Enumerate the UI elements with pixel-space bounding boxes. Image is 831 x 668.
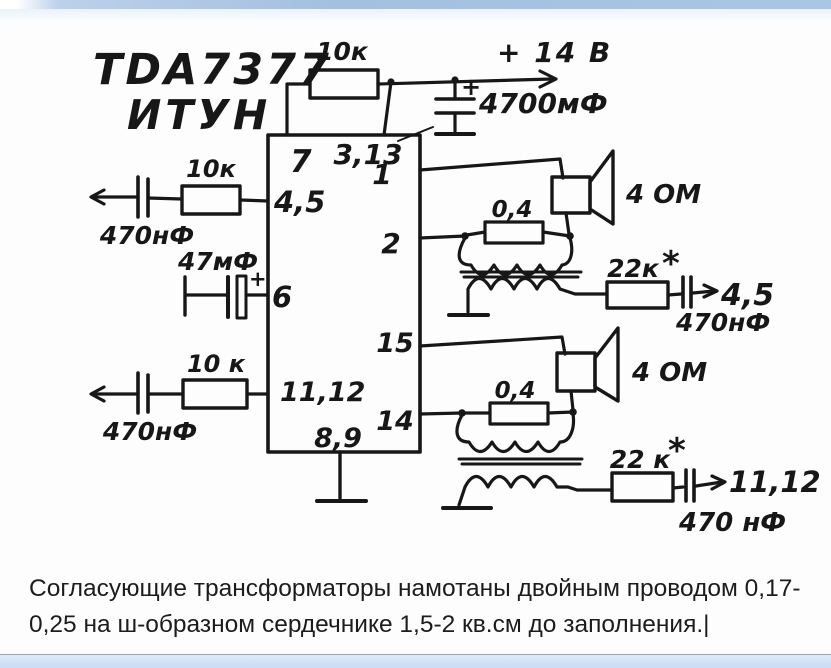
fb1-cap-value: 470нФ [675,308,770,337]
schematic-title: TDA7377 [93,45,332,95]
input-mid: 47мФ + [177,247,270,320]
ic-pin-1: 1 [372,158,391,191]
ic-ground [315,450,368,503]
shunt2-value: 0,4 [495,378,536,404]
caption-line1: Согласующие трансформаторы намотаны двой… [29,575,801,602]
ic-pin-2: 2 [381,227,400,260]
text-cursor[interactable]: | [703,611,710,638]
input-bottom-res-value: 10 к [187,350,246,378]
ic-pin-3-13: 3,13 [333,138,402,171]
filter-cap-value: 4700мФ [478,87,608,120]
power-section: 10к + 14 В + 4700мФ [285,36,612,137]
ic-pin-14: 14 [376,406,414,437]
window-bottom-bar [0,654,831,668]
speaker2 [555,326,620,403]
transformer2 [441,412,614,510]
fb2-dest: 11,12 [729,465,821,499]
caption-text: Согласующие трансформаторы намотаны двой… [29,571,821,643]
schematic-subtitle: ИТУН [127,91,271,139]
ic-pin-6: 6 [272,280,292,314]
ic-tda7377: 7 3,13 1 4,5 2 6 15 11,12 14 8,9 [266,126,434,454]
input-top-cap-value: 470нФ [99,221,194,250]
ic-pin-4-5: 4,5 [273,185,325,219]
filter-cap-polarity: + [461,73,481,101]
input-bottom-cap-value: 470нФ [102,417,197,446]
supply-resistor-value: 10к [316,37,369,66]
fb2-star: * [668,431,686,471]
input-top: 470нФ 10к [89,155,270,250]
channel2: 4 ОМ 0,4 22 к * 11, [418,326,821,538]
shunt1-value: 0,4 [492,197,533,223]
ic-pin-11-12: 11,12 [280,377,365,408]
shunt-resistor1 [483,220,545,245]
speaker1 [550,149,615,226]
fb1-star: * [662,244,680,284]
fb2-cap-value: 470 нФ [678,508,786,538]
window-top-bar [0,0,831,9]
fb1-res-value: 22к [607,254,660,283]
ic-pin-15: 15 [376,328,414,359]
speaker1-impedance: 4 ОМ [625,180,701,210]
shunt-resistor2 [488,401,550,426]
input-bottom-arrow [89,385,106,403]
mid-cap-plate [235,274,248,320]
input-top-res-value: 10к [186,155,236,183]
input-top-arrow [89,188,106,206]
input-bottom-resistor [181,378,249,410]
mid-cap-value: 47мФ [177,247,258,276]
speaker2-impedance: 4 ОМ [631,358,707,388]
fb1-arrow [702,283,719,299]
caption-line2-wrap: 0,25 на ш-образном сердечнике 1,5-2 кв.с… [29,607,821,643]
feedback-resistor2 [610,471,675,503]
supply-arrow [538,69,558,89]
transformer1 [447,236,609,317]
fb2-arrow [710,474,727,491]
caption-line2: 0,25 на ш-образном сердечнике 1,5-2 кв.с… [29,611,704,638]
mid-cap-polarity: + [249,267,267,291]
supply-rail-label: + 14 В [497,36,612,69]
filter-capacitor: + 4700мФ [434,73,608,136]
input-bottom: 470нФ 10 к [89,350,270,446]
fb1-dest: 4,5 [720,278,774,313]
channel1: 4 ОМ 0,4 22к * 4,5 [418,149,774,337]
ic-pin-7: 7 [290,144,312,180]
fb2-res-value: 22 к [610,445,671,474]
feedback-resistor1 [605,280,670,310]
window-top-strip [0,9,831,21]
ic-pin-8-9: 8,9 [314,423,362,454]
input-top-resistor [180,184,242,216]
